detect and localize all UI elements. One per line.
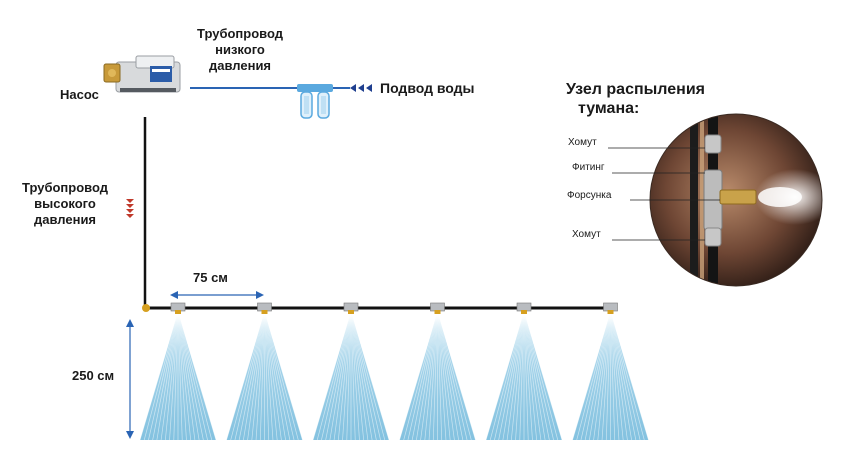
pump-icon [103,55,181,93]
fog-node-title: Узел распыления тумана: [566,81,705,117]
nozzle-fitting-icon [343,302,359,314]
water-filter-icon [297,84,333,119]
leader-lines [608,147,720,241]
elbow-fitting [142,304,150,312]
water-inlet-arrows-icon [350,84,372,92]
nozzle-label: Форсунка [567,190,612,201]
nozzle-fitting-icon [430,302,445,314]
high-pressure-line-label: Трубопровод высокого давления [22,180,108,227]
height-dimension-arrow [126,319,134,439]
spacing-label: 75 см [193,270,228,285]
clamp-bottom-label: Хомут [572,229,601,240]
height-label: 250 см [72,368,115,383]
nozzle-fitting-icon [516,302,532,314]
mist-cone [485,311,563,441]
mist-cone [226,311,303,441]
pump-label: Насос [60,87,99,102]
water-inlet-label: Подвод воды [380,80,475,96]
fog-node-photo [649,113,823,287]
nozzle-fitting-icon [257,302,272,314]
low-pressure-line-label: Трубопровод низкого давления [197,26,283,73]
fitting-label: Фитинг [572,162,605,173]
mist-cone [139,311,217,441]
nozzle-fitting-icon [170,302,186,314]
spacing-dimension-arrow [170,291,264,299]
flow-direction-arrows-icon [126,199,134,218]
mist-cone [572,311,649,441]
nozzle-fitting-icon [603,302,618,314]
mist-cone [312,311,390,441]
clamp-top-label: Хомут [568,137,597,148]
mist-cone [399,311,476,441]
